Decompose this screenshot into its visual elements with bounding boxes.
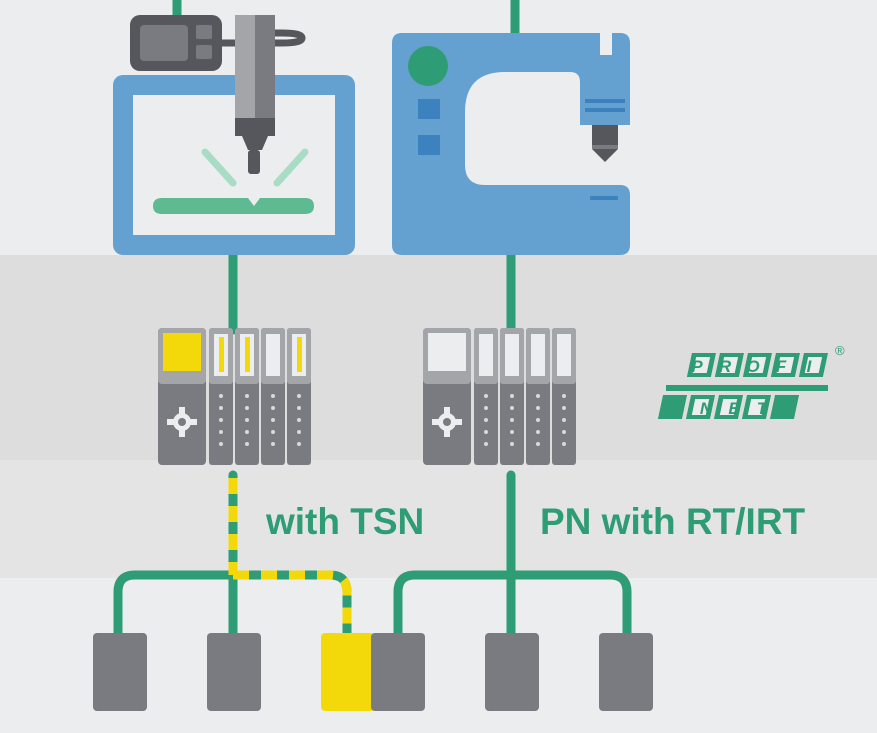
device-4: [371, 633, 425, 711]
tsn-stream-branch: [233, 570, 352, 640]
logo-letter-r: R: [719, 357, 732, 376]
rt-irt-label: PN with RT/IRT: [540, 501, 806, 542]
device-3-tsn: [321, 633, 375, 711]
device-2: [207, 633, 261, 711]
profinet-logo: P R O F I N E T ®: [657, 343, 845, 419]
logo-letter-e: E: [728, 399, 740, 418]
sewing-machine-icon: [392, 33, 630, 255]
logo-letter-p: P: [691, 357, 703, 376]
device-5: [485, 633, 539, 711]
logo-letter-n: N: [700, 399, 713, 418]
logo-letter-f: F: [776, 357, 787, 376]
io-module-icon: [423, 328, 576, 465]
logo-letter-i: I: [807, 357, 813, 376]
io-module-icon: [158, 328, 311, 465]
tsn-branch-right: [228, 570, 352, 645]
network-lines: [113, 0, 632, 645]
pn-branches: [393, 570, 632, 645]
logo-letter-t: T: [757, 399, 769, 418]
network-band: [0, 460, 877, 578]
logo-letter-o: O: [746, 357, 759, 376]
laser-machine-icon: [113, 15, 355, 255]
logo-registered-mark: ®: [835, 343, 845, 358]
tsn-branch-left: [113, 470, 238, 645]
device-6: [599, 633, 653, 711]
tsn-label: with TSN: [266, 501, 425, 542]
field-devices: [93, 633, 653, 711]
device-1: [93, 633, 147, 711]
